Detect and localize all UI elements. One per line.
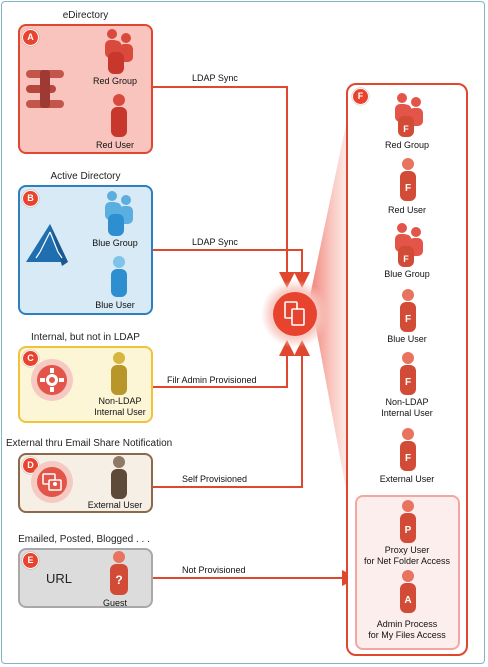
non-ldap-user-icon xyxy=(111,352,127,395)
self-provisioned-line-d xyxy=(153,340,310,488)
badge-f: F xyxy=(352,88,369,105)
badge-d: D xyxy=(22,457,39,474)
filr-non-ldap-user-icon: F xyxy=(400,352,416,395)
emailed-title: Emailed, Posted, Blogged . . . xyxy=(18,534,150,545)
filr-red-group-icon: F xyxy=(395,93,423,137)
not-provisioned-label: Not Provisioned xyxy=(182,565,246,575)
filr-blue-group-icon: F xyxy=(395,223,423,267)
filr-external-user-label: External User xyxy=(379,474,435,484)
guest-label: Guest xyxy=(102,598,127,608)
badge-a: A xyxy=(22,29,39,46)
blue-group-icon xyxy=(105,191,133,236)
filr-admin-process-label-1: Admin Process xyxy=(376,619,438,629)
non-ldap-label-1: Non-LDAP xyxy=(98,396,142,406)
filr-admin-line-c xyxy=(153,340,295,388)
ldap-sync-label-b: LDAP Sync xyxy=(192,237,238,247)
edirectory-logo-icon xyxy=(26,70,64,108)
badge-c: C xyxy=(22,350,39,367)
guest-user-icon: ? xyxy=(110,551,128,595)
red-group-label: Red Group xyxy=(92,76,138,86)
red-user-label: Red User xyxy=(95,140,134,150)
svg-text:F: F xyxy=(405,314,411,325)
active-directory-title: Active Directory xyxy=(50,171,121,182)
filr-red-group-label: Red Group xyxy=(384,140,430,150)
svg-text:P: P xyxy=(405,525,412,536)
filr-admin-label: Filr Admin Provisioned xyxy=(167,375,257,385)
external-user-icon xyxy=(111,456,127,499)
ldap-sync-line-b xyxy=(153,249,310,288)
blue-user-label: Blue User xyxy=(95,300,135,310)
svg-text:F: F xyxy=(405,183,411,194)
filr-proxy-label-2: for Net Folder Access xyxy=(363,556,451,566)
ldap-sync-label-a: LDAP Sync xyxy=(192,73,238,83)
svg-text:F: F xyxy=(403,254,409,264)
filr-blue-user-label: Blue User xyxy=(387,334,427,344)
red-user-icon xyxy=(111,94,127,137)
svg-text:?: ? xyxy=(115,573,122,587)
filr-red-user-icon: F xyxy=(400,158,416,201)
svg-text:F: F xyxy=(405,453,411,464)
internal-title: Internal, but not in LDAP xyxy=(31,332,140,343)
filr-proxy-user-icon: P xyxy=(400,500,416,543)
url-text: URL xyxy=(46,571,73,586)
self-provisioned-label: Self Provisioned xyxy=(182,474,248,484)
filr-admin-process-icon: A xyxy=(400,570,416,613)
external-title: External thru Email Share Notification xyxy=(6,438,173,449)
filr-non-ldap-label-1: Non-LDAP xyxy=(385,397,429,407)
admin-gear-icon xyxy=(31,359,73,401)
filr-non-ldap-label-2: Internal User xyxy=(381,408,433,418)
svg-text:F: F xyxy=(405,377,411,388)
filr-proxy-label-1: Proxy User xyxy=(384,545,430,555)
filr-blue-user-icon: F xyxy=(400,289,416,332)
red-group-icon xyxy=(105,29,133,74)
filr-red-user-label: Red User xyxy=(387,205,426,215)
blue-user-icon xyxy=(111,256,127,297)
hub-fan-shape xyxy=(310,115,348,500)
filr-blue-group-label: Blue Group xyxy=(384,269,430,279)
badge-b: B xyxy=(22,190,39,207)
svg-text:A: A xyxy=(404,595,411,606)
filr-external-user-icon: F xyxy=(400,428,416,471)
ldap-sync-line-a xyxy=(153,86,295,288)
blue-group-label: Blue Group xyxy=(92,238,138,248)
badge-e: E xyxy=(22,552,39,569)
emailed-box xyxy=(18,548,153,608)
svg-text:F: F xyxy=(403,124,409,134)
external-user-label: External User xyxy=(87,500,143,510)
share-notification-icon xyxy=(31,461,73,503)
non-ldap-label-2: Internal User xyxy=(94,407,146,417)
filr-admin-process-label-2: for My Files Access xyxy=(368,630,446,640)
active-directory-logo-icon xyxy=(26,224,68,266)
edirectory-title: eDirectory xyxy=(62,10,109,21)
